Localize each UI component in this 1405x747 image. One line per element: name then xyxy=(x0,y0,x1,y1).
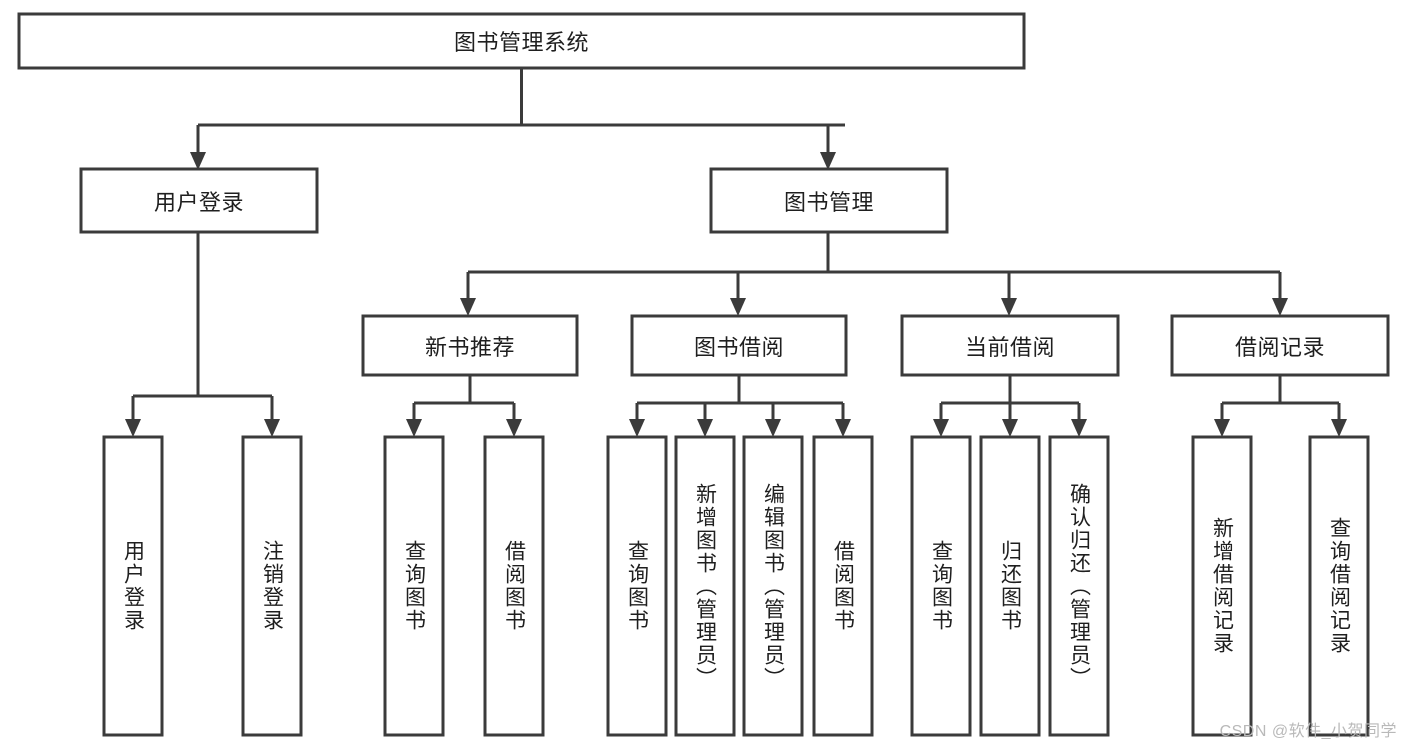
node-box-leaf[interactable] xyxy=(102,435,164,737)
node-box-leaf[interactable] xyxy=(742,435,804,737)
node-box-leaf[interactable] xyxy=(1191,435,1253,737)
connectors-borrowrecord-to-leaves xyxy=(1214,375,1347,437)
node-box-leaf[interactable] xyxy=(483,435,545,737)
node-box-user-login[interactable] xyxy=(79,167,319,234)
node-box-book-management[interactable] xyxy=(709,167,949,234)
connectors-currentborrow-to-leaves xyxy=(933,375,1087,437)
node-box-current-borrow[interactable] xyxy=(900,314,1120,377)
node-box-leaf[interactable] xyxy=(1048,435,1110,737)
connectors-root-to-level1 xyxy=(190,68,845,170)
node-box-leaf[interactable] xyxy=(812,435,874,737)
node-box-book-borrow[interactable] xyxy=(630,314,848,377)
node-box-leaf[interactable] xyxy=(606,435,668,737)
watermark-text: CSDN @软件_小贺同学 xyxy=(1219,723,1397,740)
node-box-borrow-record[interactable] xyxy=(1170,314,1390,377)
node-box-new-book-recommend[interactable] xyxy=(361,314,579,377)
node-box-leaf[interactable] xyxy=(910,435,972,737)
node-box-root[interactable] xyxy=(17,12,1026,70)
node-box-leaf[interactable] xyxy=(1308,435,1370,737)
connectors-userlogin-to-leaves xyxy=(125,232,280,437)
connectors-bookborrow-to-leaves xyxy=(629,375,851,437)
node-box-leaf[interactable] xyxy=(241,435,303,737)
connectors-bookmgmt-to-level2 xyxy=(460,232,1288,316)
node-box-leaf[interactable] xyxy=(979,435,1041,737)
connectors-newbook-to-leaves xyxy=(406,375,522,437)
node-box-leaf[interactable] xyxy=(674,435,736,737)
node-box-leaf[interactable] xyxy=(383,435,445,737)
